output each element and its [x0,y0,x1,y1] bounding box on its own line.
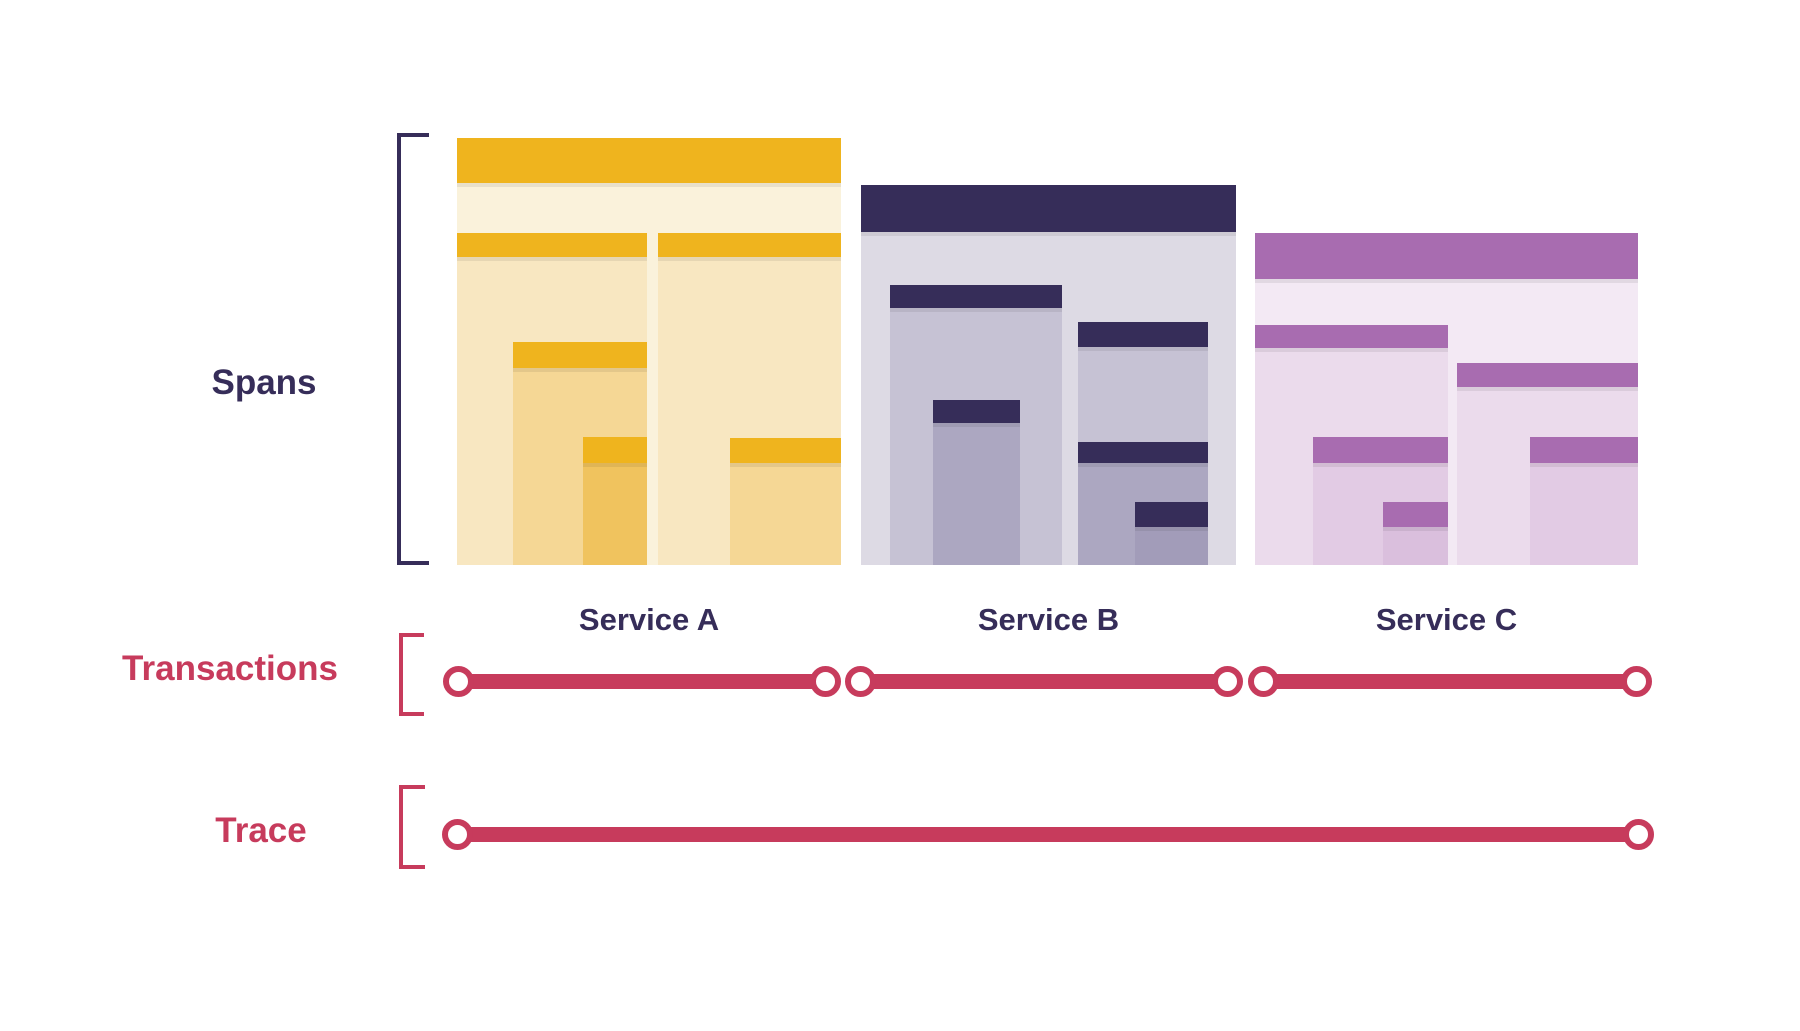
service-label: Service C [1375,602,1518,637]
transaction-endpoint [442,665,474,697]
spans-bracket [397,133,429,565]
span-bar [1530,437,1638,565]
trace-endpoint [1622,818,1654,850]
transaction-endpoint [1620,665,1652,697]
span-bar [933,400,1020,565]
transaction-endpoint [809,665,841,697]
span-bar-header [933,400,1020,423]
span-bar-header [1255,325,1448,348]
transaction-endpoint [1247,665,1279,697]
span-bar-header [1078,322,1208,347]
span-bar-header [513,342,647,368]
span-bar-header [1457,363,1638,387]
trace-line [457,826,1638,842]
span-bar-header [658,233,841,257]
transaction-endpoint [1211,665,1243,697]
trace-label: Trace [215,811,307,850]
span-bar-header [730,438,841,463]
trace-endpoint [441,818,473,850]
transactions-label: Transactions [122,649,338,688]
service-block-header [1255,233,1638,279]
transaction-endpoint [844,665,876,697]
span-bar-header [1078,442,1208,463]
span-bar [1135,502,1208,565]
span-bar-header [890,285,1062,308]
service-block-header [861,185,1236,232]
span-bar-header [457,233,647,257]
span-bar-header [1313,437,1448,463]
transaction-line [860,673,1227,689]
service-label: Service B [977,602,1120,637]
service-block-header [457,138,841,183]
service-label: Service A [578,602,720,637]
transaction-line [1263,673,1636,689]
span-bar [730,438,841,565]
span-bar [1383,502,1448,565]
trace-bracket [399,785,425,869]
spans-label: Spans [211,363,317,402]
span-bar-header [1530,437,1638,463]
transaction-line [458,673,825,689]
span-bar-header [1135,502,1208,527]
transactions-bracket [399,633,424,716]
span-bar [583,437,647,565]
span-bar-header [1383,502,1448,527]
span-bar-header [583,437,647,463]
